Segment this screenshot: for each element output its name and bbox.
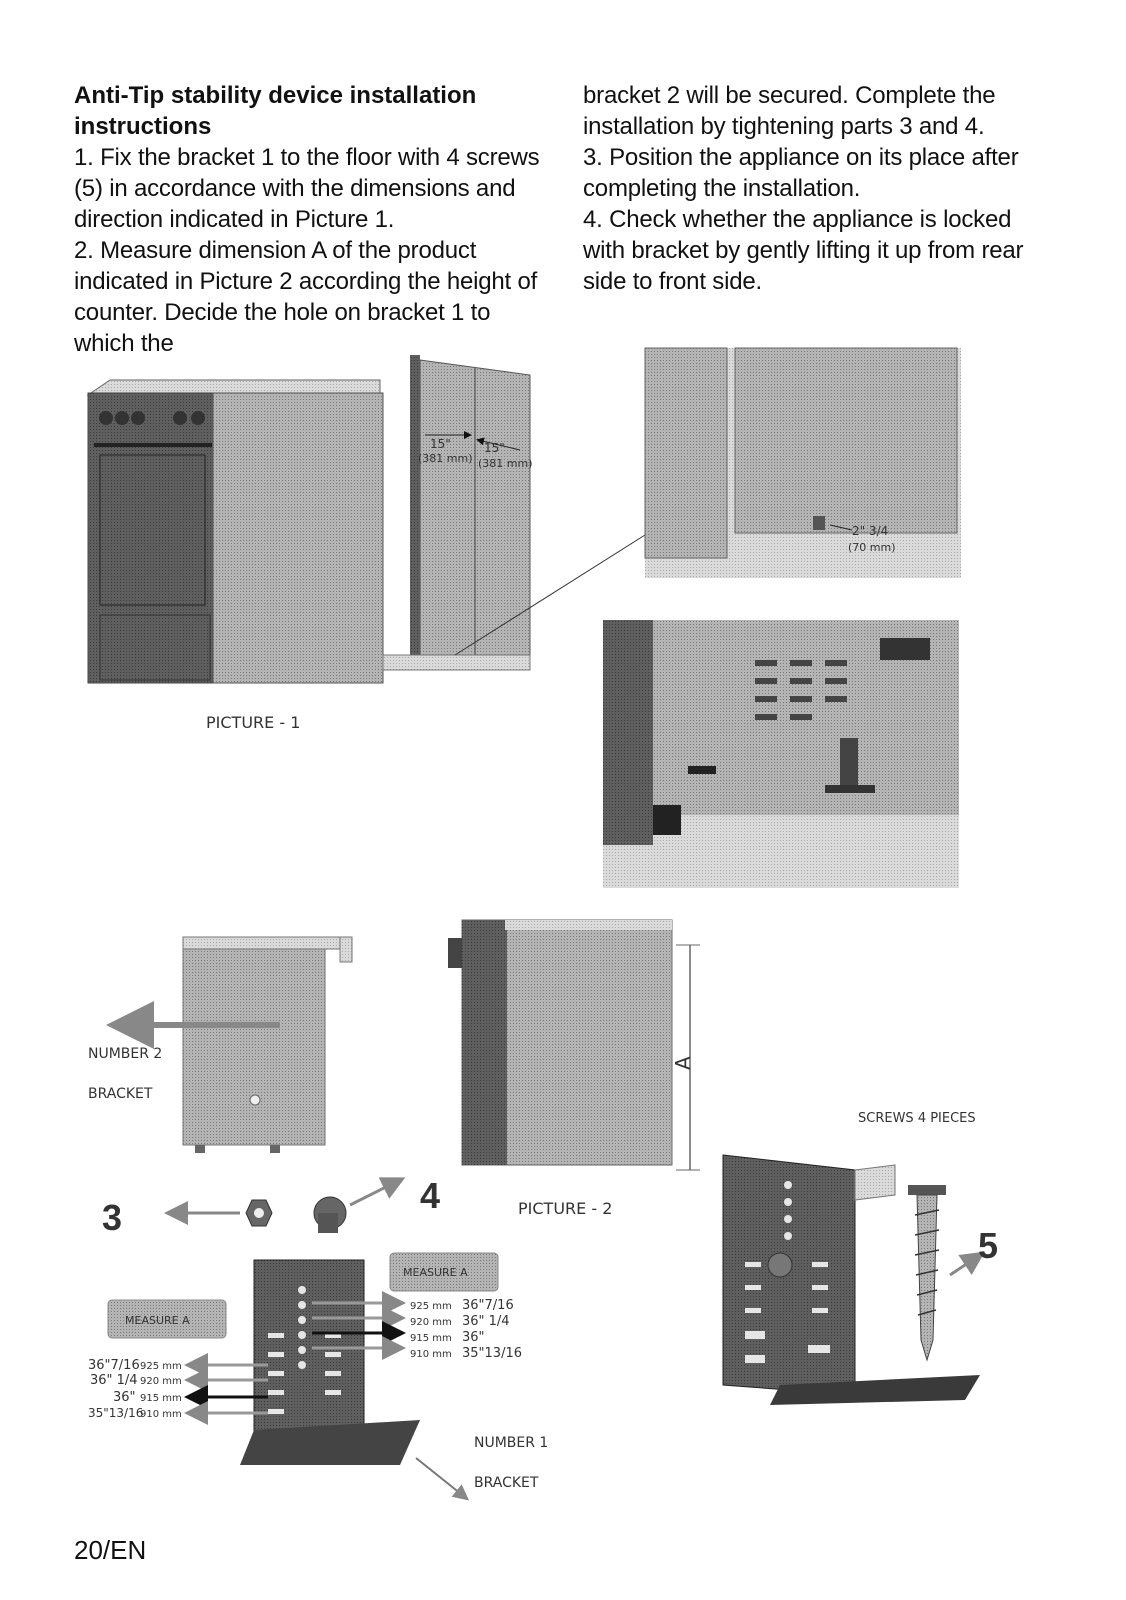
- bracket-1-label: BRACKET: [474, 1475, 539, 1491]
- dim-2-34: 2" 3/4: [852, 524, 888, 538]
- dim-70mm: (70 mm): [848, 541, 896, 554]
- step-3-text: 3. Position the appliance on its place a…: [583, 144, 1019, 202]
- measure-a-left-box: MEASURE A: [107, 1299, 227, 1339]
- height-mm-910-right: 910 mm: [410, 1349, 452, 1360]
- bracket-2-label: BRACKET: [88, 1086, 153, 1102]
- detail-connector-line: [454, 534, 646, 656]
- bracket-number-2-illustration: [106, 936, 353, 1153]
- dim-381-left: (381 mm): [418, 452, 473, 465]
- height-in-925-right: 36"7/16: [462, 1298, 514, 1313]
- heights-right-list: 925 mm 36"7/16 920 mm 36" 1/4 915 mm 36"…: [410, 1298, 522, 1361]
- height-mm-920-left: 920 mm: [140, 1376, 182, 1387]
- dim-15-right: 15": [484, 441, 505, 455]
- right-text-column: bracket 2 will be secured. Complete the …: [583, 80, 1043, 297]
- part-5-number: 5: [978, 1225, 998, 1266]
- left-text-column: Anti-Tip stability device installation i…: [74, 80, 552, 359]
- height-in-915-right: 36": [462, 1330, 485, 1345]
- nut-part-3-illustration: [164, 1199, 273, 1227]
- picture-2-oven-illustration: A: [448, 919, 700, 1171]
- measure-a-right-label: MEASURE A: [403, 1266, 468, 1279]
- height-in-910-left: 35"13/16: [88, 1406, 143, 1420]
- dimension-a-label: A: [671, 1056, 695, 1070]
- height-mm-925-right: 925 mm: [410, 1301, 452, 1312]
- bracket-with-screw-illustration: [722, 1154, 985, 1405]
- dim-381-right: (381 mm): [478, 457, 533, 470]
- measure-a-left-label: MEASURE A: [125, 1314, 190, 1327]
- bracket-number-1-illustration: [184, 1259, 420, 1465]
- dim-15-left: 15": [430, 437, 451, 451]
- step-4-text: 4. Check whether the appliance is locked…: [583, 206, 1024, 295]
- screws-4-pieces-label: SCREWS 4 PIECES: [858, 1111, 976, 1126]
- height-in-910-right: 35"13/16: [462, 1346, 522, 1361]
- floor-detail-illustration: 2" 3/4 (70 mm): [644, 347, 961, 578]
- step-2-text: 2. Measure dimension A of the product in…: [74, 237, 538, 357]
- height-mm-915-right: 915 mm: [410, 1333, 452, 1344]
- number-1-label: NUMBER 1: [474, 1435, 548, 1451]
- picture-2-label: PICTURE - 2: [518, 1199, 612, 1218]
- height-in-920-left: 36" 1/4: [90, 1373, 138, 1388]
- picture-1-wall-illustration: 15" (381 mm) 15" (381 mm): [382, 355, 533, 671]
- height-mm-920-right: 920 mm: [410, 1317, 452, 1328]
- number-2-label: NUMBER 2: [88, 1046, 162, 1062]
- bolt-part-4-illustration: [313, 1177, 406, 1233]
- measure-a-right-box: MEASURE A: [389, 1252, 499, 1292]
- step-1-text: 1. Fix the bracket 1 to the floor with 4…: [74, 144, 540, 233]
- instructions-heading: Anti-Tip stability device installation i…: [74, 82, 477, 140]
- picture-1-label: PICTURE - 1: [206, 713, 300, 732]
- height-in-920-right: 36" 1/4: [462, 1314, 510, 1329]
- height-mm-915-left: 915 mm: [140, 1393, 182, 1404]
- oven-back-detail-illustration: [603, 620, 959, 888]
- height-mm-910-left: 910 mm: [140, 1409, 182, 1420]
- picture-1-oven-illustration: [86, 379, 384, 684]
- height-in-915-left: 36": [113, 1390, 136, 1405]
- bracket-1-arrow: [415, 1457, 470, 1501]
- height-in-925-left: 36"7/16: [88, 1358, 140, 1373]
- page-number: 20/EN: [74, 1535, 147, 1565]
- step-2-continued-text: bracket 2 will be secured. Complete the …: [583, 82, 996, 140]
- heights-left-list: 36"7/16 925 mm 36" 1/4 920 mm 36" 915 mm…: [88, 1358, 182, 1420]
- height-mm-925-left: 925 mm: [140, 1361, 182, 1372]
- part-4-number: 4: [420, 1175, 440, 1216]
- part-3-number: 3: [102, 1197, 122, 1238]
